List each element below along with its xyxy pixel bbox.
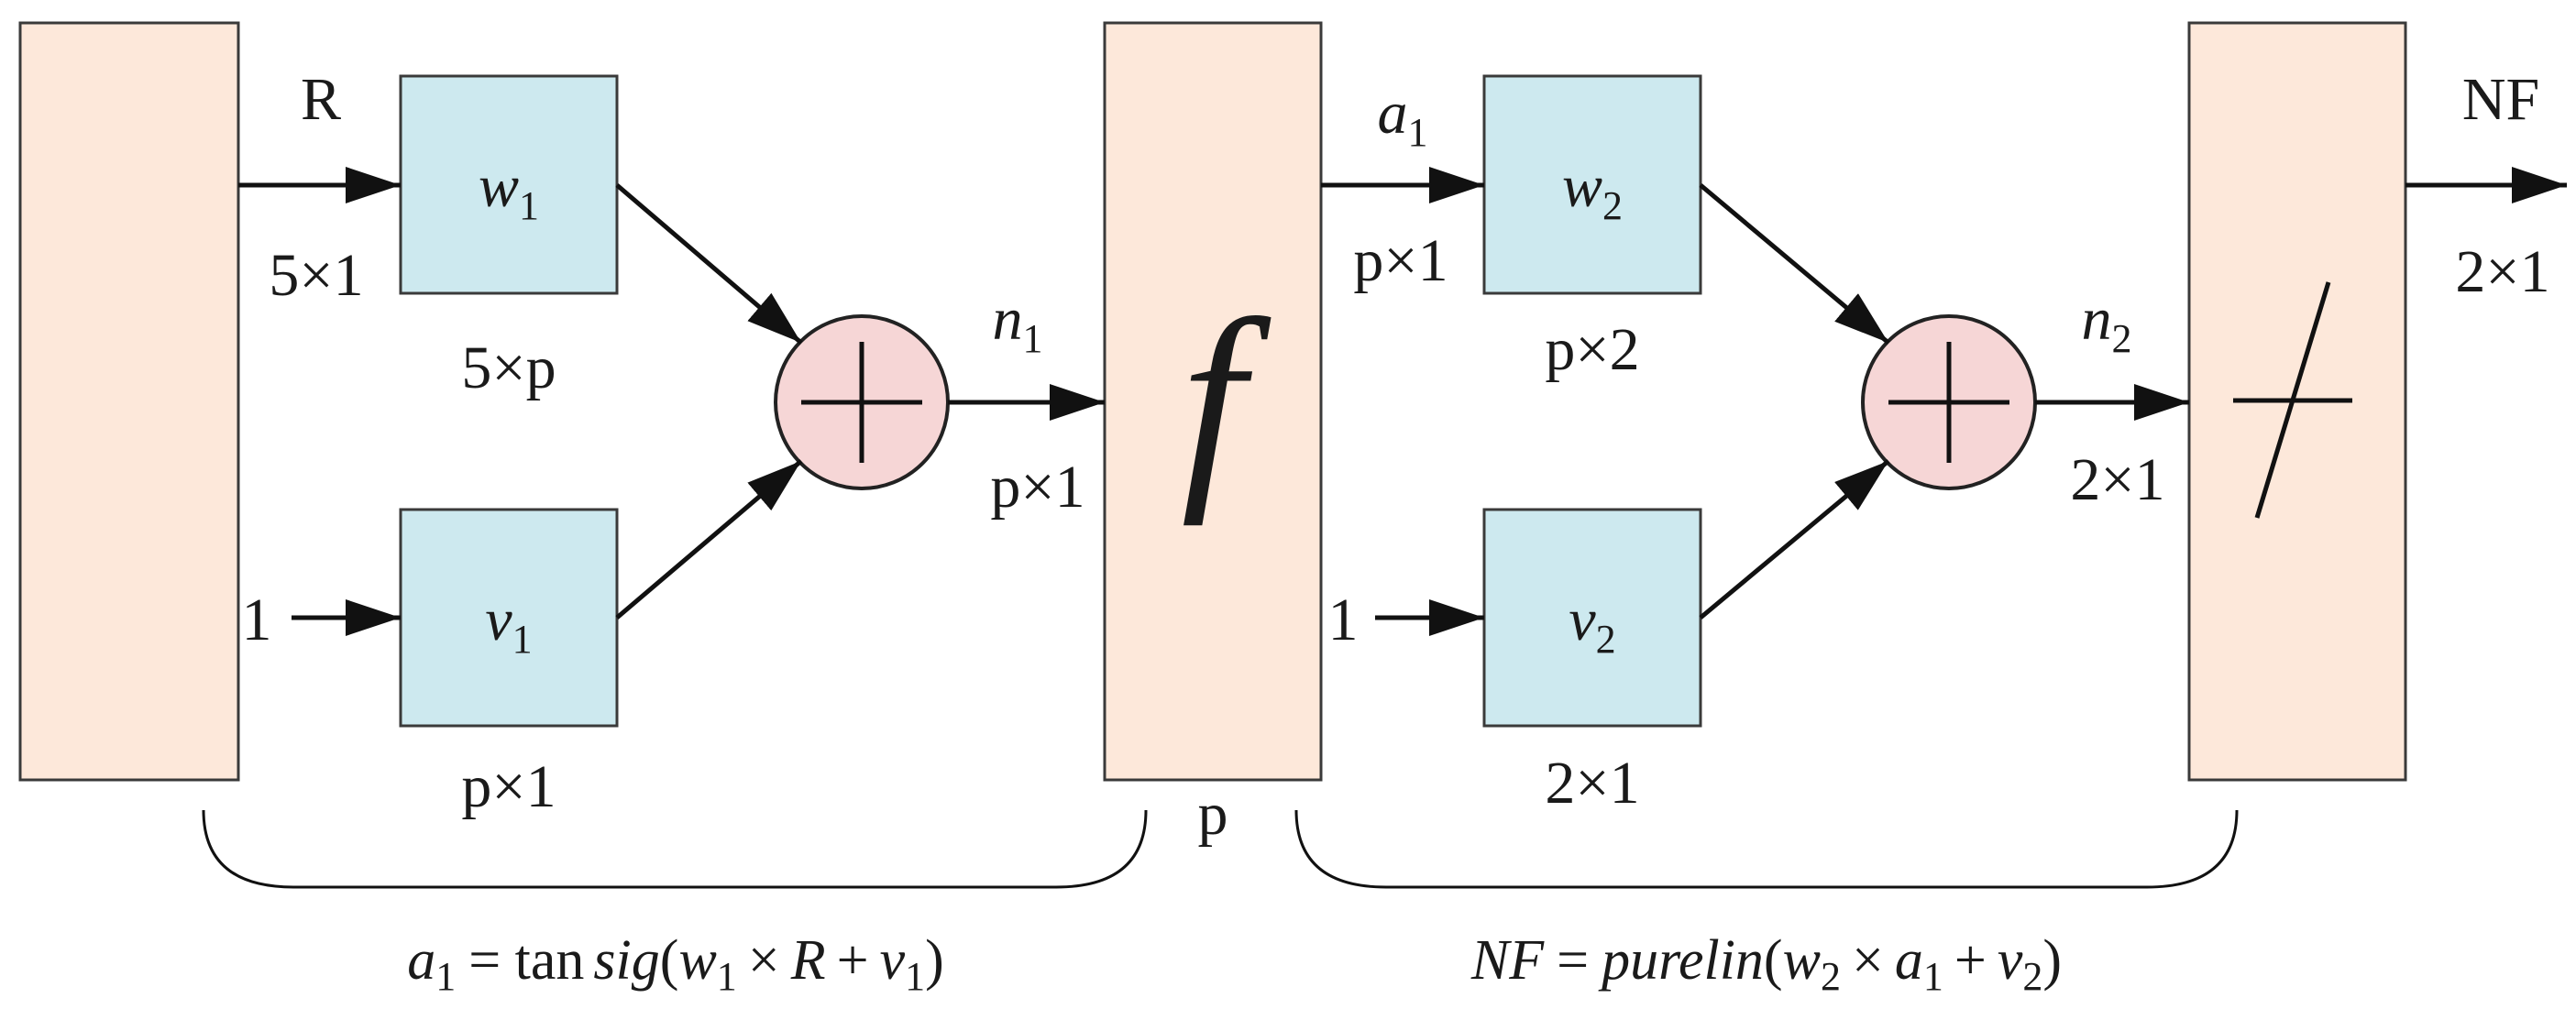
weight2-label: w2 [1562, 153, 1623, 228]
weight2-dim: p×2 [1545, 316, 1639, 383]
bias-input-label-2: 1 [1328, 587, 1359, 653]
layer1-size-label: p [1198, 781, 1228, 848]
transfer-sigmoid-block [1103, 21, 1323, 782]
input-signal-label: R [301, 66, 341, 133]
layer2-equation: NF=purelin(w2×a1+v2) [1470, 929, 2062, 999]
a1-label: a1 [1378, 80, 1428, 155]
net1-label: n1 [993, 286, 1043, 361]
bias1-box [399, 508, 619, 728]
arrow-v2-to-sum2 [1699, 459, 1890, 620]
linear-transfer-icon [2233, 281, 2352, 519]
net1-dim: p×1 [990, 454, 1084, 521]
layer1-brace [202, 809, 1148, 889]
bias1-label: v1 [485, 587, 532, 662]
a1-dim: p×1 [1353, 227, 1448, 294]
bias2-dim: 2×1 [1545, 750, 1639, 817]
arrow-v1-to-sum1 [615, 459, 803, 620]
weight1-label: w1 [479, 153, 539, 228]
weight1-box [399, 74, 619, 295]
weight2-box [1482, 74, 1702, 295]
arrow-w2-to-sum2 [1699, 183, 1890, 345]
summation1-node [774, 314, 950, 490]
nf-output-label: NF [2462, 66, 2539, 133]
input-signal-dim: 5×1 [269, 242, 363, 309]
layer2-brace [1294, 809, 2239, 889]
nf-output-dim: 2×1 [2455, 238, 2549, 305]
input-layer-block [18, 21, 240, 782]
bias2-box [1482, 508, 1702, 728]
bias-input-label-1: 1 [242, 587, 272, 653]
bias2-label: v2 [1569, 587, 1615, 662]
bias1-dim: p×1 [461, 753, 556, 820]
weight1-dim: 5×p [461, 335, 556, 401]
arrow-w1-to-sum1 [615, 183, 803, 345]
net2-label: n2 [2082, 286, 2132, 361]
net2-dim: 2×1 [2070, 446, 2164, 513]
